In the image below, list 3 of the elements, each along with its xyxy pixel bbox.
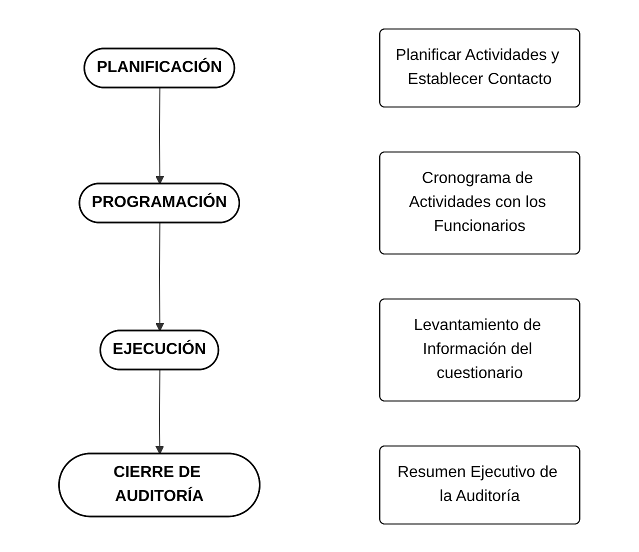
- arrow: [156, 222, 164, 331]
- arrow: [155, 369, 164, 454]
- arrow: [156, 87, 164, 184]
